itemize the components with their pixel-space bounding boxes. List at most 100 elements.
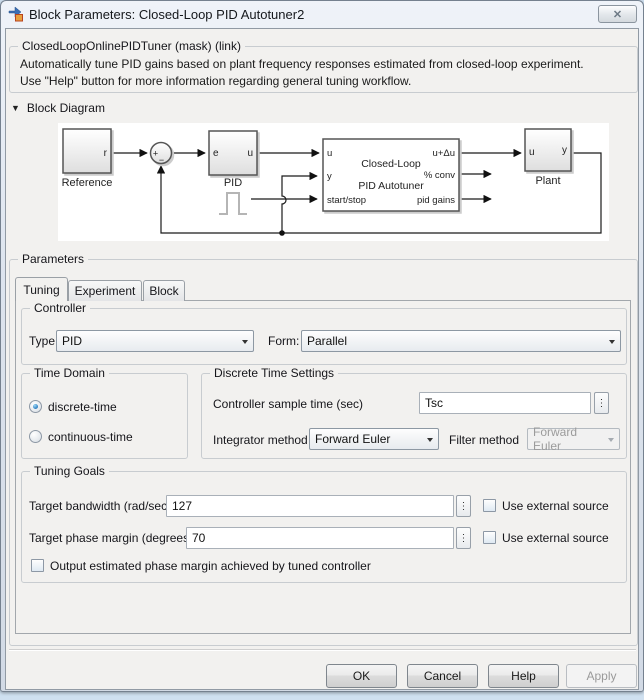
dialog-content: ClosedLoopOnlinePIDTuner (mask) (link) A… (5, 28, 639, 690)
target-bandwidth-expand-button[interactable]: ⋮ (456, 495, 471, 517)
wire-junction-dot (279, 230, 285, 236)
form-combobox-value: Parallel (307, 334, 348, 348)
discrete-settings-groupbox: Discrete Time Settings (201, 366, 627, 459)
tab-block-label: Block (149, 284, 179, 298)
block-diagram-canvas: r Reference + − e u PID u y start/stop u… (58, 123, 609, 241)
plant-port-u: u (529, 147, 535, 158)
radio-discrete-time[interactable] (29, 400, 42, 413)
wire-branch-to-y (281, 171, 318, 233)
mask-groupbox: ClosedLoopOnlinePIDTuner (mask) (link) A… (9, 39, 638, 93)
autotuner-in-u: u (327, 148, 332, 159)
radio-continuous-time-label[interactable]: continuous-time (48, 430, 133, 444)
tuning-goals-legend: Tuning Goals (30, 464, 109, 479)
tab-experiment[interactable]: Experiment (68, 280, 142, 301)
block-diagram-toggle[interactable]: ▼ Block Diagram (11, 100, 105, 116)
reference-block (62, 128, 112, 174)
parameters-groupbox: Parameters (9, 252, 638, 646)
autotuner-out-gains: pid gains (417, 195, 455, 206)
target-phase-label: Target phase margin (degrees) (29, 531, 194, 545)
filter-method-label: Filter method (449, 433, 520, 447)
help-button-label: Help (511, 669, 536, 683)
close-button[interactable]: ✕ (598, 5, 637, 23)
autotuner-title-line1: Closed-Loop (361, 158, 421, 170)
pid-block (208, 130, 258, 176)
output-phase-margin-label[interactable]: Output estimated phase margin achieved b… (50, 559, 371, 573)
autotuner-block (322, 138, 460, 212)
help-button[interactable]: Help (488, 664, 559, 688)
tab-tuning[interactable]: Tuning (15, 277, 68, 301)
parameters-legend: Parameters (18, 252, 89, 267)
tab-tuning-label: Tuning (23, 282, 60, 297)
target-bandwidth-input[interactable] (166, 495, 454, 517)
bandwidth-external-source-checkbox[interactable] (483, 499, 496, 512)
integrator-method-value: Forward Euler (315, 432, 391, 446)
dropdown-arrow-icon (427, 438, 433, 442)
time-domain-legend: Time Domain (30, 366, 109, 381)
plant-label: Plant (535, 175, 560, 187)
dropdown-arrow-icon (242, 340, 248, 344)
dropdown-arrow-icon (608, 438, 614, 442)
autotuner-out-udu: u+Δu (433, 148, 455, 159)
plant-block (524, 128, 572, 172)
pulse-signal-icon (219, 192, 247, 215)
phase-external-source-checkbox[interactable] (483, 531, 496, 544)
radio-continuous-time[interactable] (29, 430, 42, 443)
sum-minus-sign: − (159, 155, 164, 165)
integrator-method-combobox[interactable]: Forward Euler (309, 428, 439, 450)
radio-discrete-time-label[interactable]: discrete-time (48, 400, 117, 414)
type-combobox-value: PID (62, 334, 83, 348)
mask-title: ClosedLoopOnlinePIDTuner (mask) (link) (18, 39, 245, 54)
block-diagram-svg: r Reference + − e u PID u y start/stop u… (62, 128, 602, 236)
sum-block (149, 141, 173, 165)
phase-external-source-label[interactable]: Use external source (502, 531, 609, 545)
block-diagram-header-label: Block Diagram (26, 101, 105, 115)
form-combobox[interactable]: Parallel (301, 330, 621, 352)
mask-description: Automatically tune PID gains based on pl… (20, 56, 630, 90)
ok-button-label: OK (352, 669, 371, 683)
autotuner-out-conv: % conv (424, 170, 455, 181)
autotuner-in-y: y (327, 171, 332, 182)
pid-port-e: e (213, 148, 219, 159)
type-combobox[interactable]: PID (56, 330, 254, 352)
window-title: Block Parameters: Closed-Loop PID Autotu… (29, 7, 305, 22)
autotuner-title-line2: PID Autotuner (358, 180, 424, 192)
simulink-block-icon (8, 6, 23, 22)
target-phase-input[interactable] (186, 527, 454, 549)
type-label: Type: (29, 334, 59, 348)
plant-port-y: y (562, 145, 567, 156)
sum-plus-sign: + (153, 149, 158, 159)
spinner-dots-icon: ⋮ (458, 532, 469, 544)
sample-time-expand-button[interactable]: ⋮ (594, 392, 609, 414)
reference-port-r: r (104, 148, 108, 159)
mask-description-line1: Automatically tune PID gains based on pl… (20, 57, 584, 71)
button-separator (9, 649, 636, 651)
tuning-goals-groupbox: Tuning Goals (21, 464, 627, 583)
tab-panel-tuning (15, 300, 631, 634)
target-phase-expand-button[interactable]: ⋮ (456, 527, 471, 549)
reference-label: Reference (62, 177, 113, 189)
spinner-dots-icon: ⋮ (596, 397, 607, 409)
filter-method-combobox: Forward Euler (527, 425, 620, 453)
controller-legend: Controller (30, 301, 91, 316)
spinner-dots-icon: ⋮ (458, 500, 469, 512)
cancel-button-label: Cancel (423, 669, 462, 683)
tab-block[interactable]: Block (143, 280, 185, 301)
dropdown-arrow-icon (609, 340, 615, 344)
sample-time-input[interactable] (419, 392, 591, 414)
filter-method-value: Forward Euler (533, 425, 578, 453)
tab-experiment-label: Experiment (74, 284, 136, 298)
output-phase-margin-checkbox[interactable] (31, 559, 44, 572)
cancel-button[interactable]: Cancel (407, 664, 478, 688)
apply-button: Apply (566, 664, 637, 688)
ok-button[interactable]: OK (326, 664, 397, 688)
form-label: Form: (268, 334, 300, 348)
pid-port-u: u (247, 148, 253, 159)
titlebar: Block Parameters: Closed-Loop PID Autotu… (1, 1, 643, 28)
close-icon: ✕ (612, 8, 623, 21)
pid-label: PID (224, 177, 242, 189)
collapse-arrow-icon: ▼ (11, 103, 20, 113)
autotuner-in-startstop: start/stop (327, 195, 366, 206)
bandwidth-external-source-label[interactable]: Use external source (502, 499, 609, 513)
